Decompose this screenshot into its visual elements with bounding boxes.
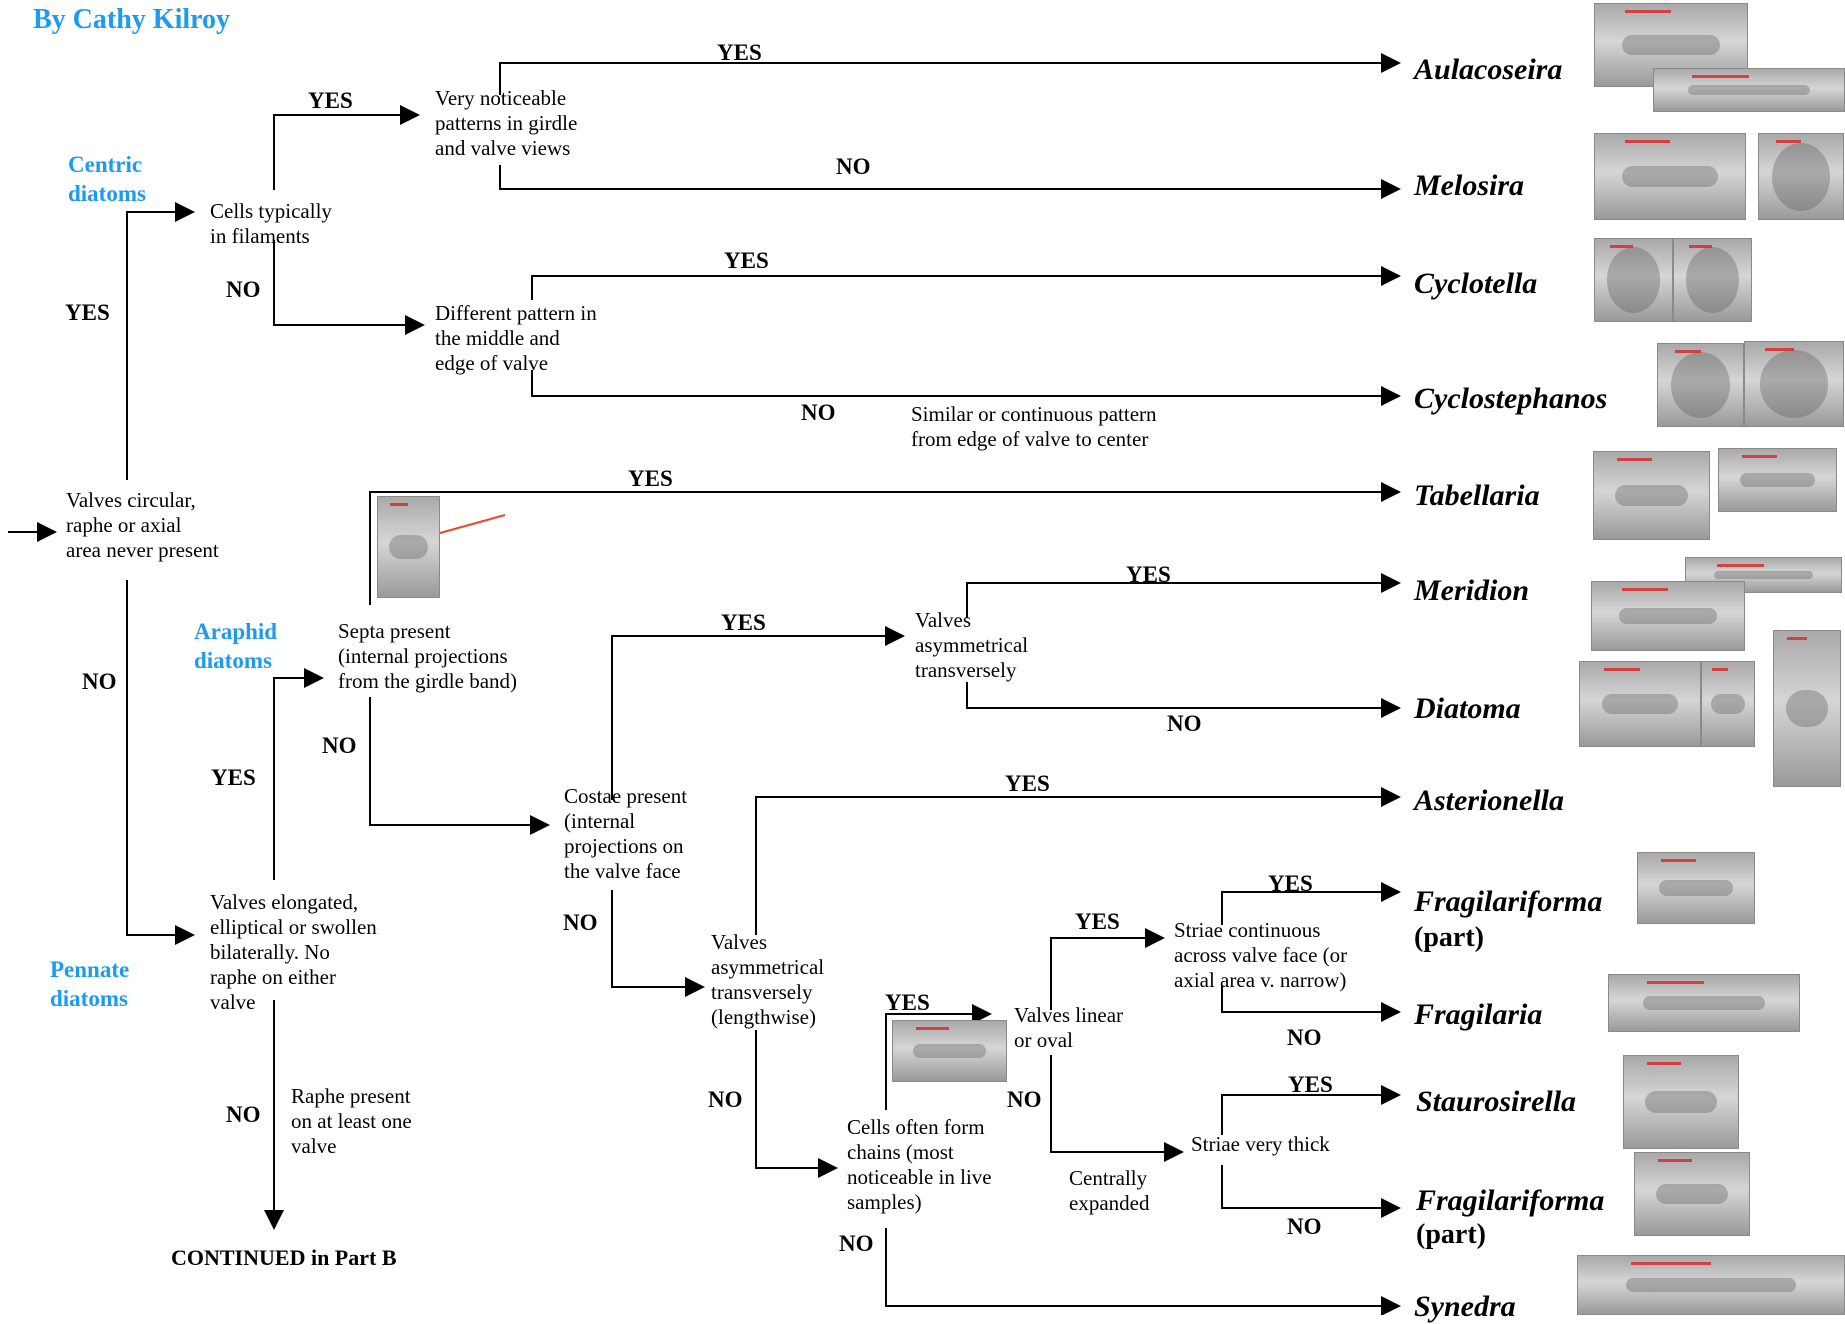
genus-part-label-1: (part): [1414, 922, 1484, 953]
label-yes: YES: [1268, 871, 1313, 896]
micrograph-image: [1673, 238, 1752, 322]
genus-melosira: Melosira: [1414, 169, 1525, 202]
label-no: NO: [322, 733, 357, 758]
label-no: NO: [801, 400, 836, 425]
note-raphe-present: Raphe present on at least one valve: [291, 1084, 412, 1158]
micrograph-image: [1577, 1255, 1845, 1315]
question-striae-continuous: Striae continuous across valve face (or …: [1174, 918, 1348, 992]
micrograph-image: [1591, 581, 1745, 651]
note-centrally-expanded: Centrally expanded: [1069, 1166, 1150, 1215]
label-yes: YES: [211, 765, 256, 790]
micrograph-image: [1594, 133, 1746, 220]
micrograph-image: [892, 1020, 1007, 1082]
question-valves-asymmetrical-1: Valves asymmetrical transversely: [915, 608, 1029, 682]
label-yes: YES: [724, 248, 769, 273]
genus-fragilariforma-1: Fragilariforma: [1414, 885, 1603, 918]
label-no: NO: [563, 910, 598, 935]
micrograph-image: [1594, 238, 1673, 322]
genus-asterionella: Asterionella: [1414, 784, 1565, 817]
question-septa-present: Septa present (internal projections from…: [338, 619, 518, 693]
question-valves-asymmetrical-2: Valves asymmetrical transversely (length…: [711, 930, 825, 1029]
author-credit: By Cathy Kilroy: [33, 4, 231, 35]
label-yes: YES: [717, 40, 762, 65]
category-pennate: Pennate diatoms: [50, 957, 130, 1011]
label-no: NO: [1287, 1214, 1322, 1239]
genus-tabellaria: Tabellaria: [1414, 479, 1540, 512]
question-valves-elongated: Valves elongated, elliptical or swollen …: [210, 890, 377, 1014]
question-noticeable-patterns: Very noticeable patterns in girdle and v…: [435, 86, 578, 160]
question-cells-chains: Cells often form chains (most noticeable…: [847, 1115, 992, 1214]
question-striae-thick: Striae very thick: [1191, 1132, 1330, 1156]
micrograph-image: [1634, 1152, 1750, 1236]
genus-meridion: Meridion: [1414, 574, 1530, 607]
genus-part-label-2: (part): [1416, 1219, 1486, 1250]
category-araphid: Araphid diatoms: [194, 619, 278, 673]
micrograph-image: [377, 496, 440, 598]
micrograph-image: [1744, 341, 1844, 427]
label-no: NO: [708, 1087, 743, 1112]
label-no: NO: [1007, 1087, 1042, 1112]
question-valves-linear: Valves linear or oval: [1014, 1003, 1124, 1052]
micrograph-image: [1685, 557, 1842, 593]
genus-cyclotella: Cyclotella: [1414, 267, 1538, 300]
micrograph-image: [1718, 448, 1837, 512]
label-no: NO: [226, 277, 261, 302]
micrograph-image: [1773, 630, 1841, 787]
label-no: NO: [226, 1102, 261, 1127]
genus-staurosirella: Staurosirella: [1416, 1085, 1577, 1118]
micrograph-image: [1623, 1055, 1739, 1149]
question-cells-filaments: Cells typically in filaments: [210, 199, 332, 248]
label-yes: YES: [1288, 1072, 1333, 1097]
micrograph-image: [1608, 974, 1800, 1032]
label-no: NO: [82, 669, 117, 694]
label-yes: YES: [628, 466, 673, 491]
label-no: NO: [1287, 1025, 1322, 1050]
micrograph-image: [1657, 343, 1744, 427]
micrograph-image: [1637, 852, 1755, 924]
label-no: NO: [1167, 711, 1202, 736]
micrograph-image: [1593, 451, 1710, 540]
continued-note: CONTINUED in Part B: [171, 1245, 397, 1270]
label-yes: YES: [721, 610, 766, 635]
label-yes: YES: [885, 990, 930, 1015]
micrograph-image: [1758, 133, 1844, 220]
category-centric: Centric diatoms: [68, 152, 146, 206]
label-no: NO: [836, 154, 871, 179]
label-yes: YES: [1075, 909, 1120, 934]
label-yes: YES: [65, 300, 110, 325]
micrograph-image: [1579, 661, 1701, 747]
genus-diatoma: Diatoma: [1414, 692, 1521, 725]
genus-aulacoseira: Aulacoseira: [1414, 53, 1563, 86]
question-valves-circular: Valves circular, raphe or axial area nev…: [66, 488, 219, 562]
label-yes: YES: [1005, 771, 1050, 796]
label-yes: YES: [308, 88, 353, 113]
label-no: NO: [839, 1231, 874, 1256]
note-similar-pattern: Similar or continuous pattern from edge …: [911, 402, 1157, 451]
micrograph-image: [1653, 68, 1845, 112]
label-yes: YES: [1126, 562, 1171, 587]
genus-synedra: Synedra: [1414, 1290, 1516, 1323]
question-different-pattern: Different pattern in the middle and edge…: [435, 301, 597, 375]
genus-fragilaria: Fragilaria: [1414, 998, 1543, 1031]
micrograph-image: [1701, 661, 1755, 747]
question-costae-present: Costae present (internal projections on …: [564, 784, 688, 883]
genus-fragilariforma-2: Fragilariforma: [1416, 1184, 1605, 1217]
genus-cyclostephanos: Cyclostephanos: [1414, 382, 1608, 415]
